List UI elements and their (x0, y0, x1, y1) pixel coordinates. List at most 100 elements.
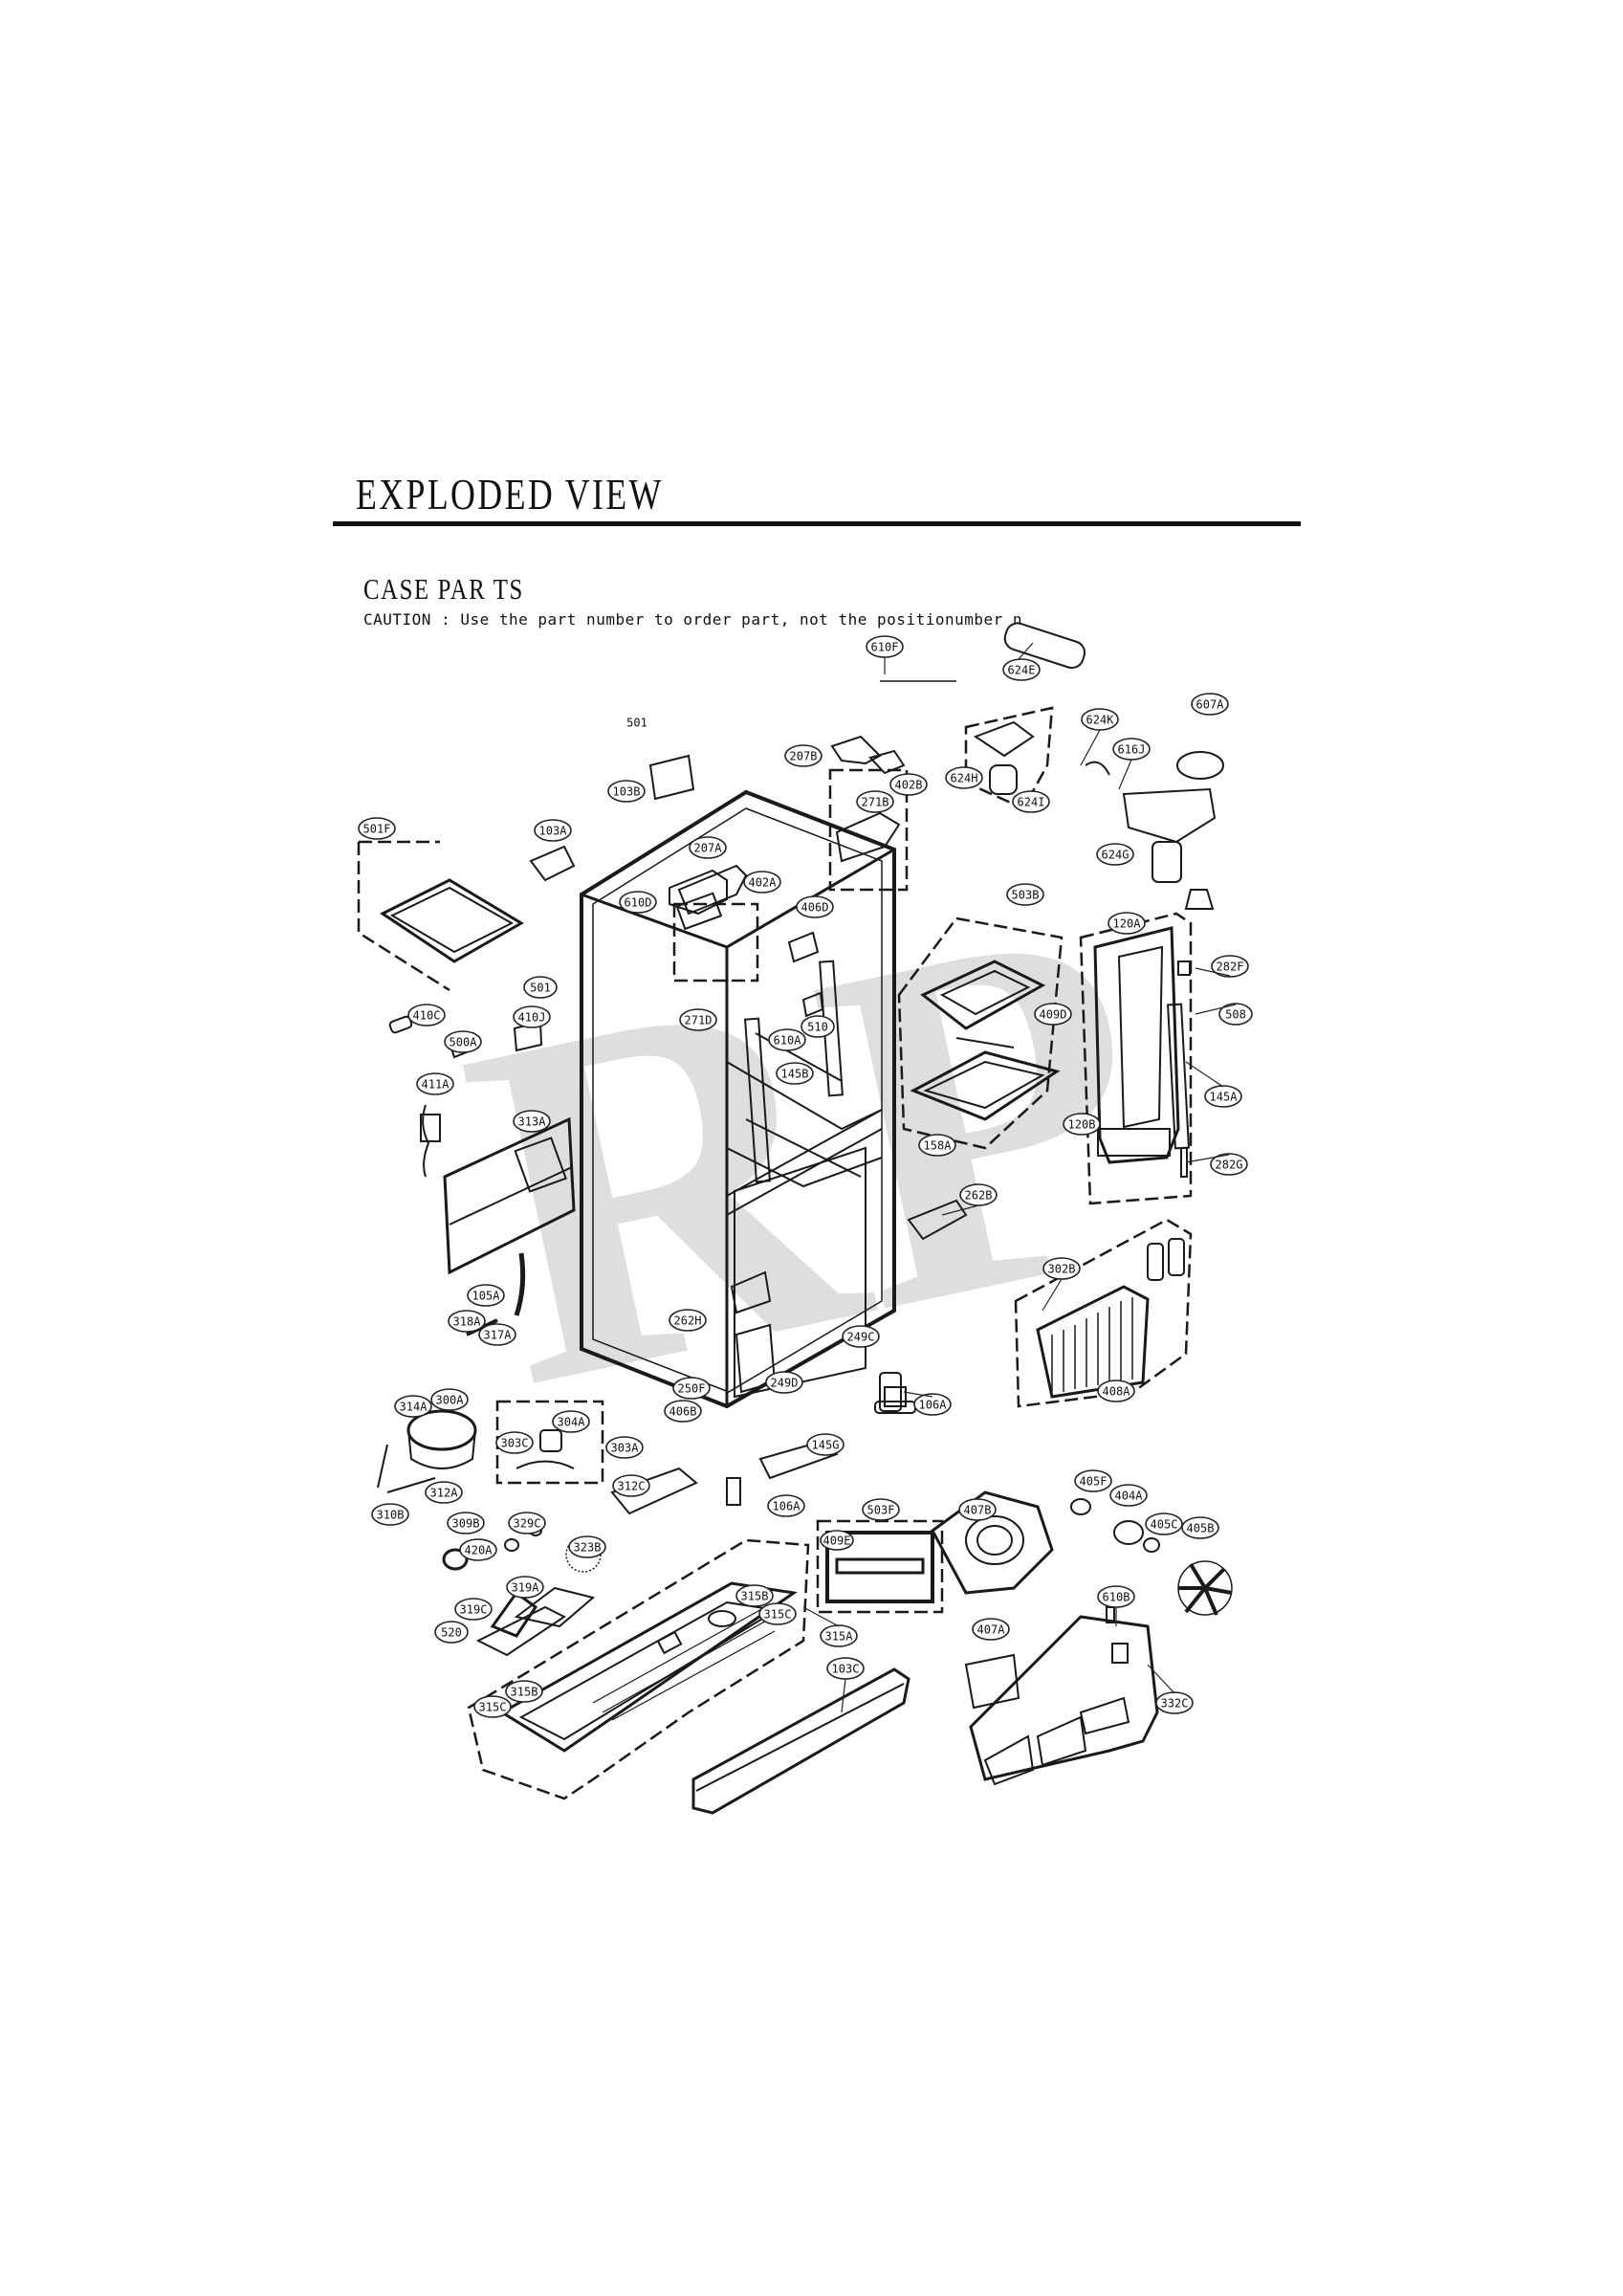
callout-145B: 145B (776, 1062, 814, 1085)
callout-282F: 282F (1211, 955, 1249, 978)
drain-box-group (816, 1519, 944, 1614)
svg-text:624K: 624K (1086, 714, 1115, 727)
callout-406D: 406D (796, 895, 834, 918)
callout-315B-lower: 315B (505, 1680, 543, 1703)
callout-103A: 103A (534, 819, 572, 842)
svg-text:105A: 105A (472, 1290, 501, 1303)
svg-text:407A: 407A (977, 1623, 1006, 1637)
callout-503F: 503F (862, 1498, 900, 1521)
callout-607A: 607A (1191, 693, 1229, 716)
compressor-group (377, 1372, 902, 1515)
callout-624E: 624E (1002, 658, 1041, 681)
callout-500A: 500A (444, 1030, 482, 1053)
cabinet-body (580, 789, 896, 1409)
title-divider (333, 521, 1301, 526)
callout-145A: 145A (1204, 1085, 1242, 1108)
svg-text:300A: 300A (436, 1394, 465, 1407)
callout-410J: 410J (513, 1005, 551, 1028)
section-title: CASE PAR TS (363, 572, 524, 606)
callout-319A: 319A (506, 1576, 544, 1599)
svg-text:106A: 106A (919, 1399, 948, 1412)
svg-text:103B: 103B (613, 785, 641, 799)
svg-text:407B: 407B (964, 1504, 992, 1517)
callout-610A: 610A (768, 1028, 806, 1051)
callout-405C: 405C (1145, 1512, 1183, 1535)
svg-text:315A: 315A (825, 1630, 854, 1644)
svg-text:282G: 282G (1216, 1159, 1243, 1172)
svg-text:120B: 120B (1068, 1118, 1096, 1132)
svg-text:410J: 410J (518, 1011, 546, 1025)
svg-text:406D: 406D (801, 901, 829, 915)
callout-314A: 314A (394, 1395, 432, 1418)
callout-624H: 624H (945, 766, 983, 789)
callout-610B: 610B (1097, 1585, 1135, 1608)
svg-text:610B: 610B (1103, 1591, 1130, 1604)
svg-text:503B: 503B (1012, 889, 1040, 902)
svg-text:304A: 304A (558, 1416, 586, 1429)
callout-315C-lower: 315C (473, 1695, 512, 1718)
svg-text:411A: 411A (422, 1078, 450, 1092)
callout-624I: 624I (1012, 790, 1050, 813)
callout-409E: 409E (820, 1530, 854, 1551)
page-title: EXPLODED VIEW (356, 470, 664, 519)
callout-404A: 404A (1109, 1484, 1148, 1507)
callout-271B: 271B (856, 790, 894, 813)
svg-text:610A: 610A (774, 1034, 802, 1048)
callout-315A: 315A (820, 1624, 858, 1647)
svg-text:624E: 624E (1008, 664, 1036, 677)
callout-501: 501 (523, 976, 558, 999)
callout-409D: 409D (1034, 1003, 1072, 1026)
callout-503B: 503B (1006, 883, 1044, 906)
svg-text:103A: 103A (539, 825, 568, 838)
svg-text:262B: 262B (965, 1189, 993, 1203)
svg-text:249D: 249D (771, 1377, 799, 1390)
svg-text:501F: 501F (363, 823, 391, 836)
svg-text:319A: 319A (512, 1581, 540, 1595)
callout-510: 510 (801, 1015, 835, 1038)
svg-text:145G: 145G (812, 1439, 840, 1452)
svg-text:624G: 624G (1102, 849, 1130, 862)
svg-text:406B: 406B (669, 1405, 697, 1419)
svg-text:313A: 313A (518, 1115, 547, 1129)
callout-304A: 304A (552, 1410, 590, 1433)
callout-303A: 303A (605, 1436, 644, 1459)
leader-lines (802, 642, 1237, 1713)
svg-text:332C: 332C (1161, 1697, 1189, 1711)
svg-text:501: 501 (530, 982, 551, 995)
callout-310B: 310B (371, 1503, 409, 1526)
svg-text:624I: 624I (1018, 796, 1045, 809)
svg-text:282F: 282F (1217, 960, 1244, 974)
svg-text:315B: 315B (741, 1590, 769, 1603)
callout-616J: 616J (1112, 738, 1151, 761)
svg-text:207B: 207B (790, 750, 818, 763)
svg-text:317A: 317A (484, 1329, 513, 1342)
callout-402A: 402A (743, 871, 781, 894)
callout-323B: 323B (568, 1535, 606, 1558)
callout-508: 508 (1218, 1003, 1253, 1026)
svg-text:624H: 624H (951, 772, 978, 785)
callout-624K: 624K (1081, 708, 1119, 731)
svg-text:262H: 262H (674, 1314, 702, 1328)
callout-410C: 410C (407, 1004, 446, 1027)
callout-262H: 262H (669, 1309, 707, 1332)
callout-312A: 312A (425, 1481, 463, 1504)
callout-309B: 309B (447, 1512, 485, 1534)
callout-312C: 312C (612, 1474, 650, 1497)
svg-text:420A: 420A (465, 1544, 493, 1557)
callout-408A: 408A (1097, 1380, 1135, 1402)
callout-303C: 303C (495, 1431, 534, 1454)
svg-text:318A: 318A (453, 1315, 482, 1329)
svg-text:207A: 207A (694, 842, 723, 855)
svg-text:314A: 314A (400, 1401, 428, 1414)
part-callouts: 610F 624E 607A 624K 616J 624H 624I 624G … (358, 635, 1253, 1718)
svg-text:158A: 158A (924, 1139, 953, 1153)
svg-text:249C: 249C (847, 1331, 875, 1344)
svg-text:520: 520 (441, 1626, 462, 1640)
callout-332C: 332C (1155, 1691, 1194, 1714)
svg-text:303C: 303C (501, 1437, 529, 1450)
callout-282G: 282G (1210, 1153, 1248, 1176)
svg-text:312A: 312A (430, 1487, 459, 1500)
svg-text:607A: 607A (1196, 698, 1225, 712)
svg-text:312C: 312C (618, 1480, 646, 1493)
svg-text:503F: 503F (867, 1504, 895, 1517)
